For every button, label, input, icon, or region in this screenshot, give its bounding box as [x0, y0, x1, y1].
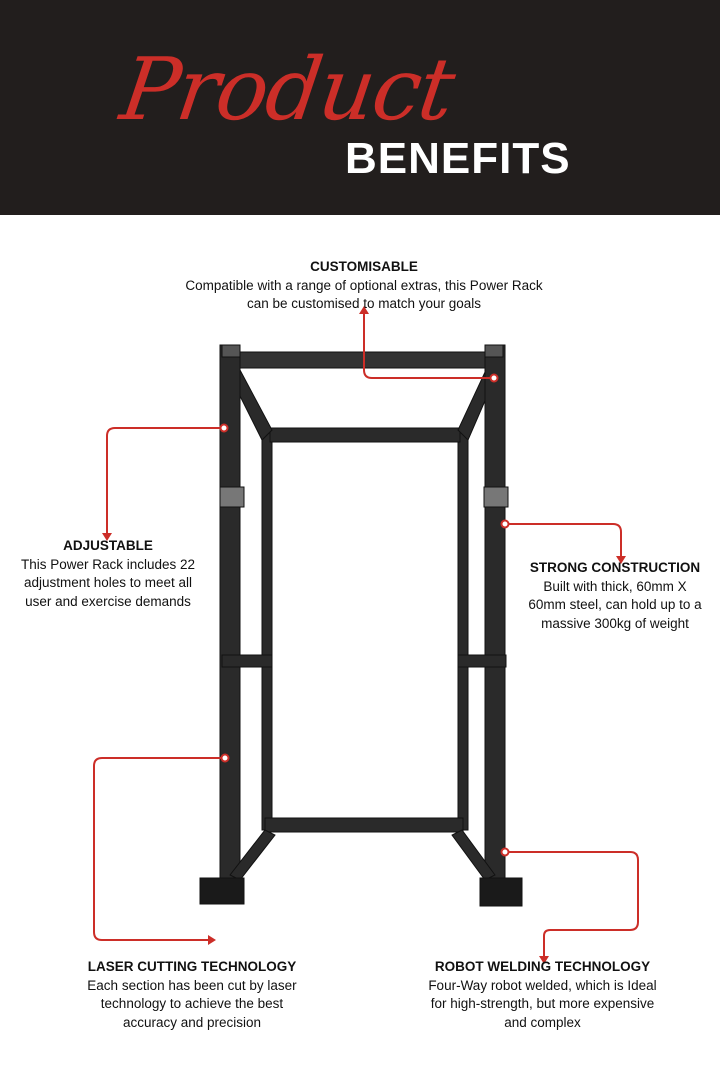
benefit-text: Four-Way robot welded, which is Ideal fo… [428, 977, 657, 1030]
benefit-title: ADJUSTABLE [63, 538, 153, 553]
benefit-strong-construction: STRONG CONSTRUCTION Built with thick, 60… [525, 559, 705, 633]
benefit-title: LASER CUTTING TECHNOLOGY [87, 959, 297, 974]
benefit-robot-welding: ROBOT WELDING TECHNOLOGY Four-Way robot … [425, 958, 660, 1032]
callout-lines [93, 312, 639, 958]
benefit-title: STRONG CONSTRUCTION [529, 560, 701, 575]
benefit-text: Built with thick, 60mm X 60mm steel, can… [528, 578, 702, 631]
power-rack-image [199, 344, 523, 907]
callout-dots [219, 373, 510, 857]
customisable-leader [363, 312, 494, 379]
page-title: BENEFITS [345, 134, 571, 183]
header-banner: Product BENEFITS [0, 0, 720, 215]
benefit-customisable: CUSTOMISABLE Compatible with a range of … [185, 258, 543, 314]
robot-leader [505, 851, 639, 958]
arrowhead-icons [102, 306, 626, 964]
benefit-text: Each section has been cut by laser techn… [87, 977, 297, 1030]
laser-leader [93, 757, 225, 941]
benefit-text: This Power Rack includes 22 adjustment h… [20, 556, 196, 609]
benefit-laser-cutting: LASER CUTTING TECHNOLOGY Each section ha… [72, 958, 312, 1032]
strong-leader [505, 523, 622, 558]
benefit-title: ROBOT WELDING TECHNOLOGY [434, 959, 651, 974]
adjustable-leader [106, 427, 224, 535]
benefit-text: Compatible with a range of optional extr… [185, 277, 543, 312]
benefit-adjustable: ADJUSTABLE This Power Rack includes 22 a… [18, 537, 198, 611]
benefit-title: CUSTOMISABLE [310, 259, 418, 274]
